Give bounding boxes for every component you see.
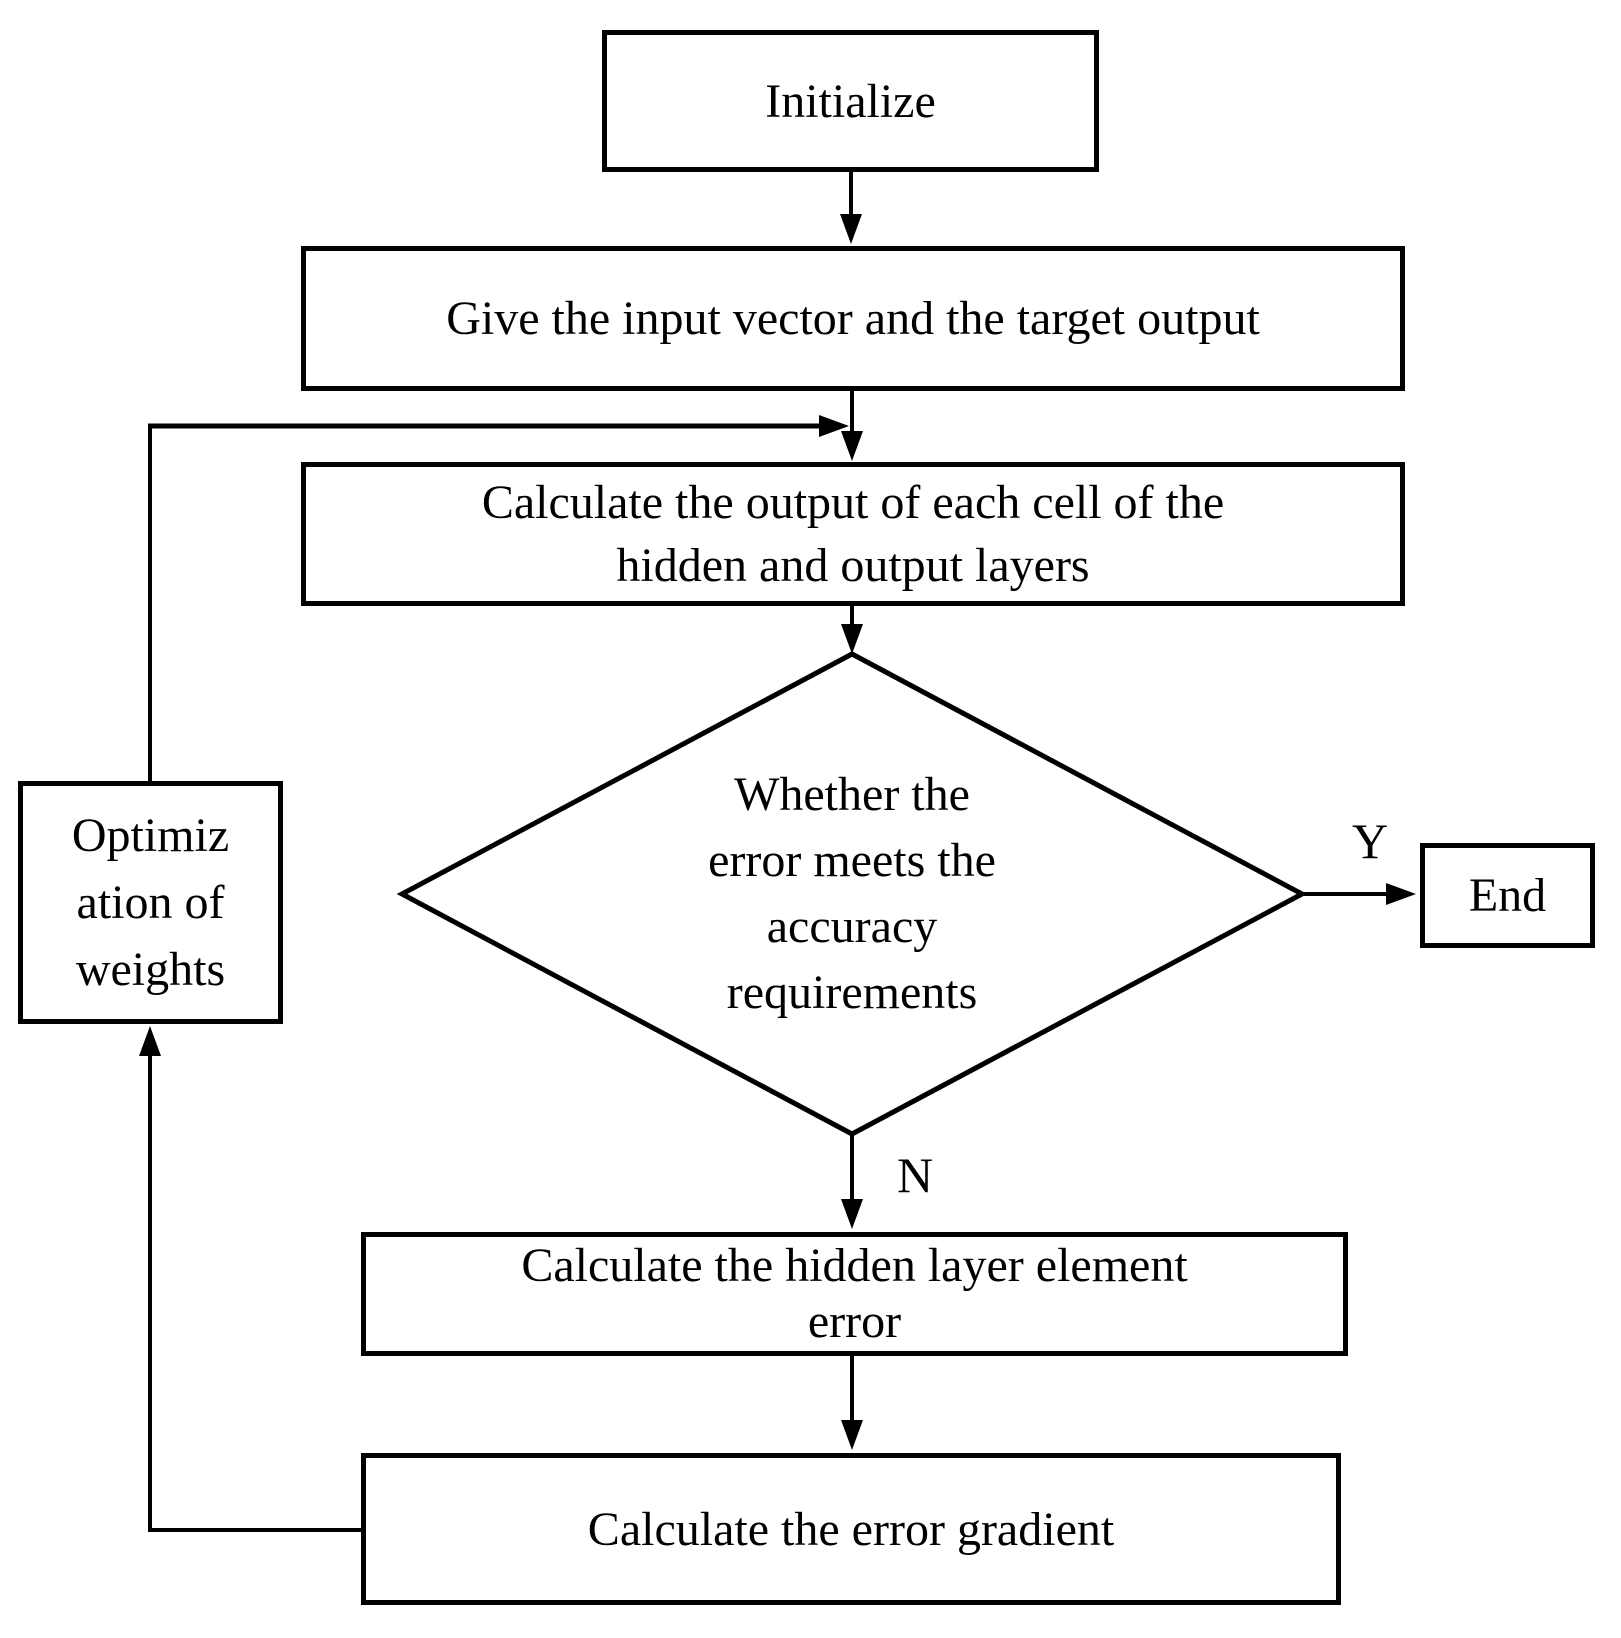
node-initialize: Initialize xyxy=(602,30,1099,172)
node-calc-output: Calculate the output of each cell of the… xyxy=(301,462,1405,606)
node-calc-hidden-error-line2: error xyxy=(807,1295,902,1348)
decision-line3: accuracy xyxy=(766,900,938,953)
node-optimize-weights-line1: Optimiz xyxy=(71,809,230,862)
decision-line1: Whether the xyxy=(734,768,970,821)
node-calc-output-line1: Calculate the output of each cell of the xyxy=(481,476,1225,529)
node-optimize-weights-line2: ation of xyxy=(76,876,225,929)
node-end: End xyxy=(1420,843,1595,948)
arrowhead-into-give-input xyxy=(840,214,862,244)
node-optimize-weights: Optimiz ation of weights xyxy=(18,781,283,1024)
node-give-input-label: Give the input vector and the target out… xyxy=(446,292,1260,345)
node-calc-gradient: Calculate the error gradient xyxy=(361,1453,1341,1605)
arrowhead-into-decision xyxy=(841,624,863,654)
arrowhead-into-calc-hidden-error xyxy=(841,1199,863,1229)
arrowhead-feedback-junction xyxy=(819,415,849,437)
decision-line4: requirements xyxy=(726,966,978,1019)
node-optimize-weights-line3: weights xyxy=(75,943,226,996)
decision-error-check: Whether the error meets the accuracy req… xyxy=(552,752,1152,1036)
node-calc-hidden-error: Calculate the hidden layer element error xyxy=(361,1232,1348,1356)
arrowhead-into-end xyxy=(1386,883,1416,905)
node-calc-gradient-label: Calculate the error gradient xyxy=(587,1502,1115,1556)
arrowhead-into-optimization xyxy=(139,1026,161,1056)
node-calc-hidden-error-line1: Calculate the hidden layer element xyxy=(521,1239,1188,1292)
arrowhead-into-calc-output xyxy=(841,431,863,461)
node-give-input: Give the input vector and the target out… xyxy=(301,246,1405,391)
node-end-label: End xyxy=(1468,869,1547,922)
node-initialize-label: Initialize xyxy=(765,74,936,128)
edge-label-no: N xyxy=(896,1147,934,1203)
decision-line2: error meets the xyxy=(708,834,996,887)
node-calc-output-line2: hidden and output layers xyxy=(616,539,1090,592)
arrowhead-into-calc-gradient xyxy=(841,1420,863,1450)
edge-label-yes: Y xyxy=(1351,813,1389,869)
